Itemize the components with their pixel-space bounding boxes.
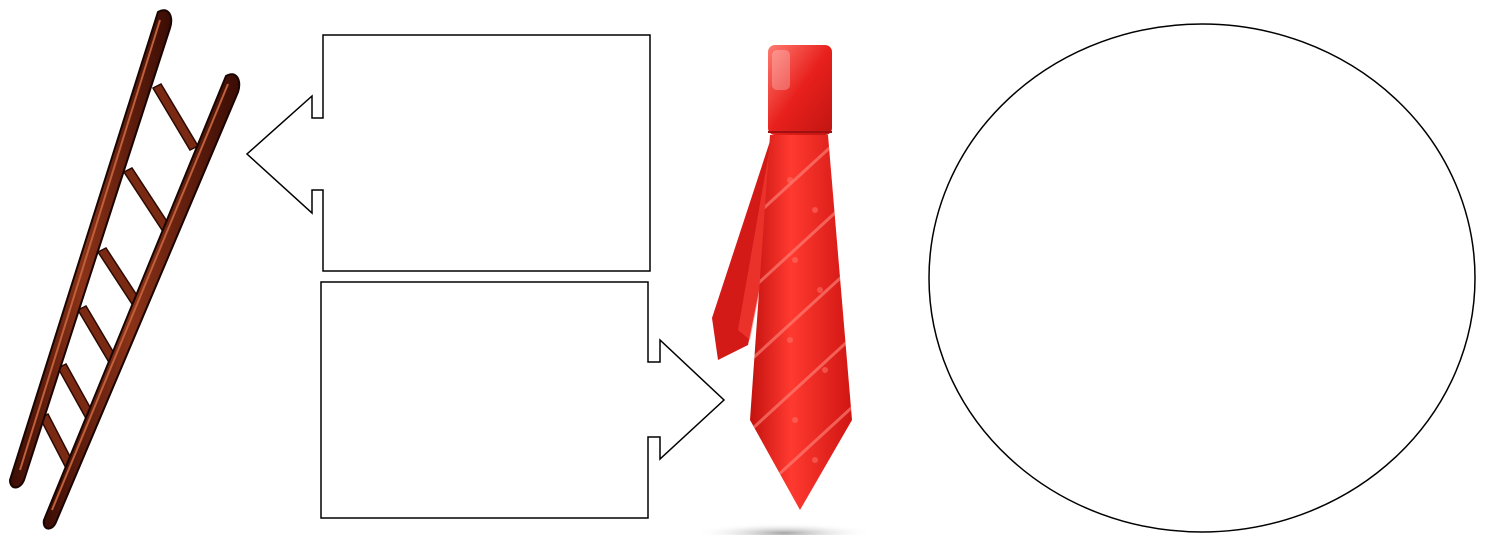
callout-right (320, 281, 726, 519)
circle-shape (928, 23, 1476, 533)
ladder-icon (8, 9, 241, 530)
necktie-icon (694, 45, 874, 535)
callout-left (245, 34, 651, 272)
